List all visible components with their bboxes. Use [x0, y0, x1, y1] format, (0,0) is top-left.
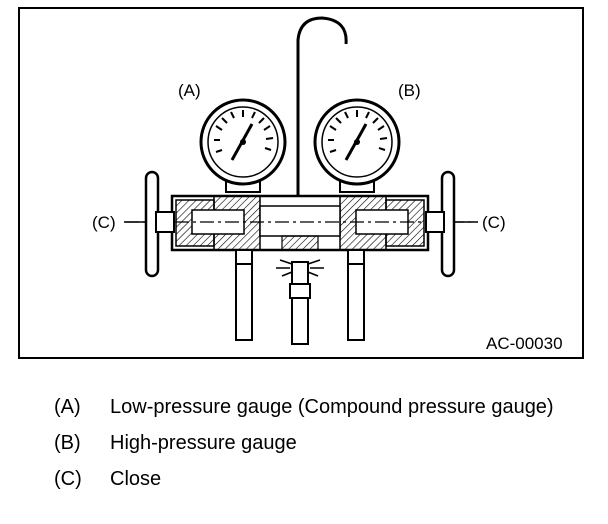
- callout-c-left: (C): [92, 213, 116, 232]
- right-valve-knob: [425, 170, 456, 278]
- legend-text: Close: [110, 468, 162, 490]
- hanging-hook: [296, 16, 348, 200]
- manifold-body: [170, 194, 430, 252]
- legend: (A) Low-pressure gauge (Compound pressur…: [54, 392, 594, 494]
- legend-key: (A): [54, 396, 81, 418]
- low-pressure-gauge: [199, 98, 287, 193]
- callout-a: (A): [178, 81, 201, 100]
- legend-item: (A) Low-pressure gauge (Compound pressur…: [54, 392, 594, 422]
- left-valve-knob: [144, 170, 175, 278]
- legend-item: (C) Close: [54, 464, 594, 494]
- figure-frame: [18, 7, 584, 359]
- legend-text: High-pressure gauge: [110, 432, 297, 454]
- left-hose: [235, 249, 253, 341]
- callout-c-right: (C): [482, 213, 506, 232]
- callout-b: (B): [398, 81, 421, 100]
- high-pressure-gauge: [313, 98, 401, 193]
- right-hose: [347, 249, 365, 341]
- center-hose: [289, 261, 311, 345]
- legend-item: (B) High-pressure gauge: [54, 428, 594, 458]
- legend-key: (B): [54, 432, 81, 454]
- figure-code: AC-00030: [486, 334, 563, 353]
- legend-key: (C): [54, 468, 82, 490]
- legend-text: Low-pressure gauge (Compound pressure ga…: [110, 396, 554, 418]
- refrigerant-spray-lines: [276, 259, 324, 277]
- manifold-gauge-diagram: (A) (B) (C) (C) AC-00030: [92, 16, 563, 353]
